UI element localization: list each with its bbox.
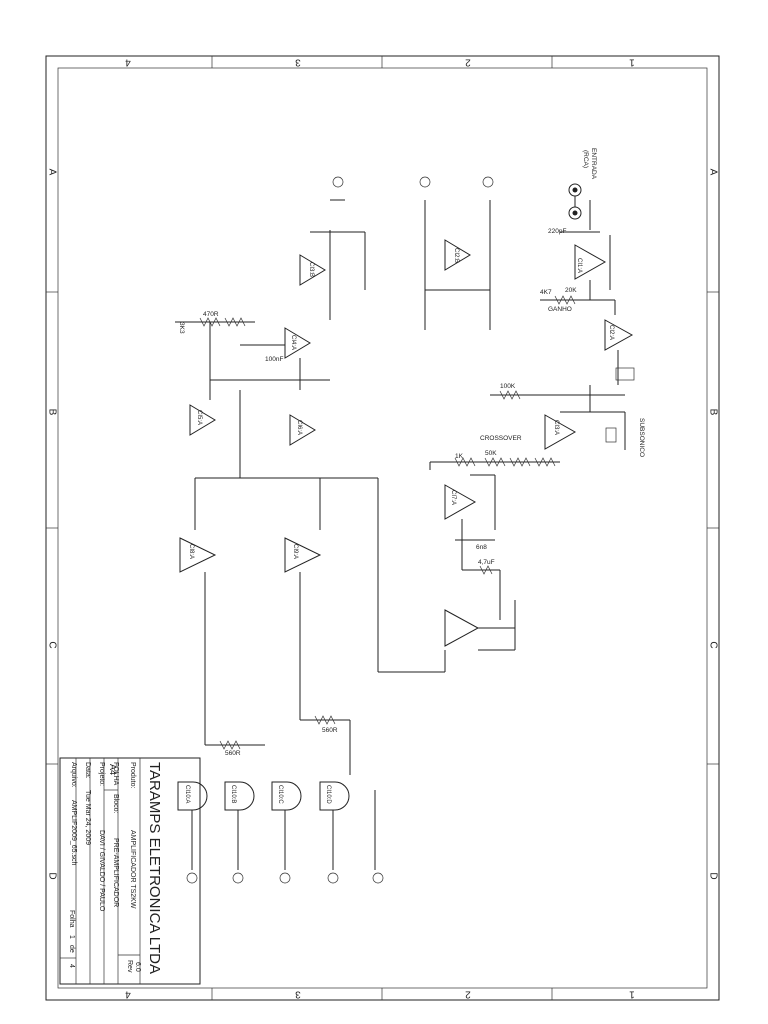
row-label-left: C [46, 641, 57, 648]
col-label-bottom: 4 [125, 988, 131, 999]
rev-value: 6.0 [134, 962, 141, 972]
folha-num-label: Folha [68, 910, 75, 928]
r-560r-b-label: 560R [225, 750, 241, 757]
ic-label: CI5:A [196, 410, 202, 425]
bloco-label: Bloco: [112, 794, 119, 814]
ic-designators: CI1:A CI2:A CI2:B CI3:A CI3:B CI4:A CI5:… [184, 248, 614, 804]
gate-label: CI10:B [230, 785, 236, 803]
component-labels: ENTRADA (RCA) GANHO CROSSOVER SUBSONICO … [178, 148, 645, 757]
crossover-label: CROSSOVER [480, 435, 522, 442]
ic-label: CI9:A [292, 544, 298, 559]
ic-label: CI4:A [290, 335, 296, 350]
row-label-left: B [46, 409, 57, 416]
folha-num: 1 [68, 935, 75, 939]
de-label: de [68, 945, 75, 953]
row-label-left: D [46, 872, 57, 879]
ic-label: CI2:B [453, 248, 459, 263]
c-220pf-label: 220pF [548, 228, 566, 235]
title-block: TARAMPS ELETRONICA LTDA Produto: AMPLIFI… [59, 757, 201, 985]
ic-label: CI8:A [188, 544, 194, 559]
r-4k7-label: 4K7 [540, 289, 552, 296]
produto-label: Produto: [129, 762, 136, 789]
col-label-top: 2 [465, 56, 471, 67]
r-50k-label: 50K [485, 450, 497, 457]
drawing-frame [45, 55, 720, 1001]
zone-labels: 4 3 2 1 4 3 2 1 A B C D A B C D [46, 56, 718, 999]
folha-label: FOLHA [112, 762, 119, 786]
gate-label: CI10:D [325, 785, 331, 804]
ganho-label: GANHO [548, 306, 572, 313]
row-label-right: D [707, 872, 718, 879]
subsonico-label: SUBSONICO [638, 418, 645, 457]
ic-label: CI6:A [296, 420, 302, 435]
r-100k-label: 100K [500, 383, 516, 390]
col-label-top: 1 [629, 56, 635, 67]
r-470r-label: 470R [203, 311, 219, 318]
bloco-value: PRE-AMPLIFICADOR [112, 838, 119, 907]
col-label-top: 4 [125, 56, 131, 67]
row-label-right: A [707, 169, 718, 176]
projeto-label: Projeto: [98, 762, 105, 786]
data-label: Data: [84, 762, 91, 779]
arquivo-label: Arquivo: [70, 762, 77, 788]
produto-value: AMPLIFICADOR TS2KW [129, 830, 136, 909]
ic-label: CI7:A [450, 490, 456, 505]
ic-label: CI3:B [308, 262, 314, 277]
company-name: TARAMPS ELETRONICA LTDA [146, 762, 163, 974]
data-value: Tue Mar 24, 2009 [84, 790, 91, 845]
r-3k3-label: 3K3 [178, 322, 185, 334]
r-1k-label: 1K [455, 453, 464, 460]
c-6n8-label: 6n8 [476, 544, 487, 551]
folha-value: A4 [108, 764, 118, 775]
row-label-right: B [707, 409, 718, 416]
col-label-bottom: 1 [629, 988, 635, 999]
projeto-value: DAVI / GIVALDO / PAULO [98, 830, 105, 912]
gate-label: CI10:C [277, 785, 283, 804]
arquivo-value: AMPLIF2009_65.sch [70, 800, 77, 865]
rev-label: Rev [126, 960, 133, 973]
row-label-left: A [46, 169, 57, 176]
entrada-label: ENTRADA [590, 148, 597, 180]
ic-label: CI3:A [553, 420, 559, 435]
col-label-bottom: 3 [295, 988, 301, 999]
col-label-bottom: 2 [465, 988, 471, 999]
r-560r-label: 560R [322, 727, 338, 734]
ic-label: CI1:A [576, 258, 582, 273]
c-100nf-label: 100nF [265, 356, 283, 363]
r-20k-label: 20K [565, 287, 577, 294]
ic-label: CI2:A [608, 325, 614, 340]
gate-label: CI10:A [184, 785, 190, 803]
folha-total: 4 [68, 964, 75, 968]
circuit-wiring [175, 176, 635, 884]
row-label-right: C [707, 641, 718, 648]
col-label-top: 3 [295, 56, 301, 67]
c-4u7-label: 4,7uF [478, 559, 495, 566]
rca-label: (RCA) [582, 150, 589, 168]
